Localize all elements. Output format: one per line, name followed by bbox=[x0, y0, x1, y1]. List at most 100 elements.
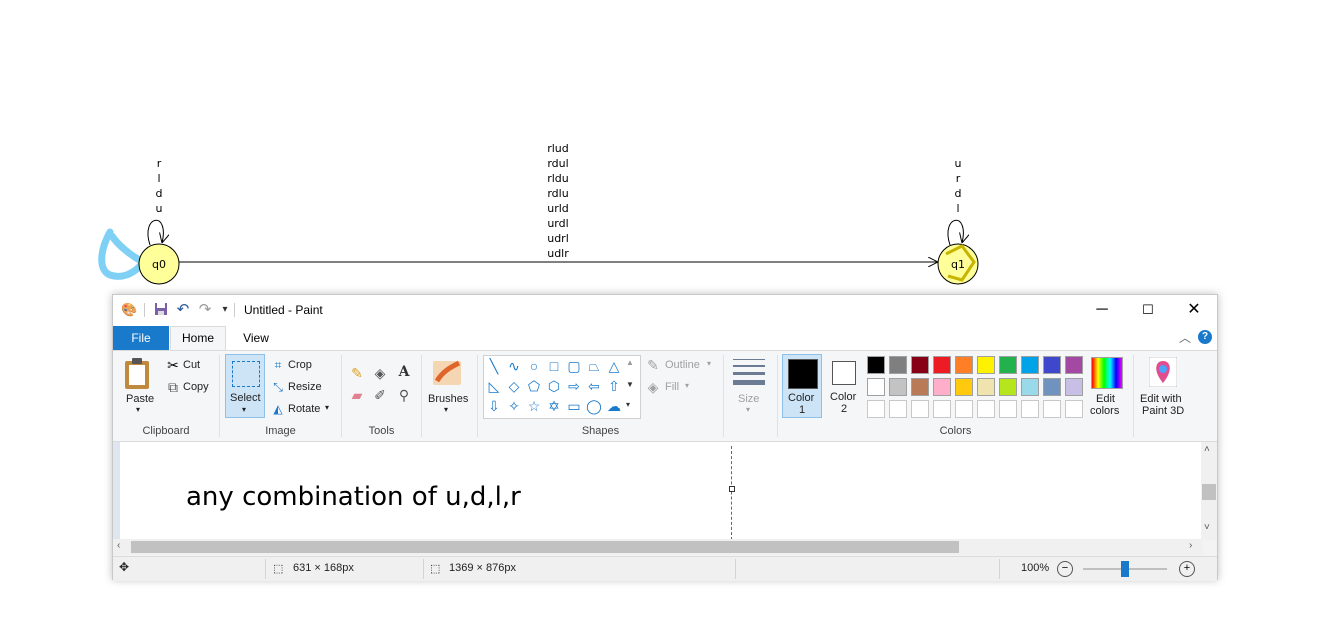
color-swatch[interactable] bbox=[955, 378, 973, 396]
cut-icon[interactable]: ✂ bbox=[167, 357, 179, 373]
oval-shape-icon[interactable]: ○ bbox=[529, 358, 539, 374]
fill-bucket-icon[interactable]: ◈ bbox=[374, 365, 386, 381]
polygon-shape-icon[interactable]: ⏢ bbox=[588, 358, 600, 374]
six-point-star-shape-icon[interactable]: ✡ bbox=[548, 398, 560, 414]
paint3d-label-line2[interactable]: Paint 3D bbox=[1142, 405, 1185, 417]
tab-home[interactable]: Home bbox=[170, 326, 226, 350]
select-button[interactable]: Select ▾ bbox=[225, 354, 265, 418]
horizontal-scroll-thumb[interactable] bbox=[131, 541, 959, 553]
callout-oval-shape-icon[interactable]: ◯ bbox=[586, 398, 602, 414]
color-swatch[interactable] bbox=[955, 356, 973, 374]
paint-app-icon[interactable]: 🎨 bbox=[121, 302, 138, 317]
color-swatch[interactable] bbox=[1043, 356, 1061, 374]
title-bar[interactable]: 🎨 ↶ ↷ ▾ Untitled - Paint ─ ☐ ✕ bbox=[113, 295, 1217, 325]
diamond-shape-icon[interactable]: ◇ bbox=[508, 378, 520, 394]
resize-handle[interactable] bbox=[729, 486, 735, 492]
paint3d-label[interactable]: Edit with bbox=[1140, 393, 1182, 405]
four-point-star-shape-icon[interactable]: ✧ bbox=[508, 398, 520, 414]
undo-icon[interactable]: ↶ bbox=[176, 301, 190, 318]
color-swatch[interactable] bbox=[999, 356, 1017, 374]
brushes-button[interactable]: Brushes bbox=[428, 393, 469, 405]
resize-button[interactable]: Resize bbox=[288, 381, 322, 393]
scroll-up-icon[interactable]: ˄ bbox=[1204, 444, 1210, 455]
color-swatch[interactable] bbox=[977, 378, 995, 396]
custom-color-slot[interactable] bbox=[867, 400, 885, 418]
right-arrow-shape-icon[interactable]: ⇨ bbox=[568, 378, 580, 394]
color-swatch[interactable] bbox=[867, 356, 885, 374]
color-swatch[interactable] bbox=[1021, 378, 1039, 396]
color-picker-icon[interactable]: ✐ bbox=[374, 387, 386, 403]
color-swatch[interactable] bbox=[977, 356, 995, 374]
zoom-slider-thumb[interactable] bbox=[1121, 561, 1129, 577]
hexagon-shape-icon[interactable]: ⬡ bbox=[547, 378, 561, 394]
crop-button[interactable]: Crop bbox=[288, 359, 312, 371]
horizontal-scrollbar[interactable]: ‹ › bbox=[113, 539, 1203, 555]
custom-color-slot[interactable] bbox=[977, 400, 995, 418]
canvas[interactable]: any combination of u,d,l,r bbox=[120, 442, 1202, 540]
size-button[interactable]: Size bbox=[738, 393, 760, 405]
scroll-down-icon[interactable]: ˅ bbox=[1204, 522, 1210, 533]
pentagon-shape-icon[interactable]: ⬠ bbox=[527, 378, 541, 394]
left-arrow-shape-icon[interactable]: ⇦ bbox=[588, 378, 600, 394]
vertical-scrollbar[interactable]: ˄ ˅ bbox=[1201, 442, 1217, 540]
zoom-in-button[interactable]: + bbox=[1179, 561, 1195, 577]
callout-rect-shape-icon[interactable]: ▭ bbox=[567, 398, 581, 414]
maximize-button[interactable]: ☐ bbox=[1142, 302, 1154, 317]
resize-icon[interactable]: ⤡ bbox=[273, 380, 283, 394]
color1-button[interactable]: Color 1 bbox=[782, 354, 822, 418]
color-swatch[interactable] bbox=[1043, 378, 1061, 396]
custom-color-slot[interactable] bbox=[911, 400, 929, 418]
copy-icon[interactable]: ⧉ bbox=[168, 379, 178, 395]
color-swatch[interactable] bbox=[933, 356, 951, 374]
text-tool-icon[interactable]: A bbox=[398, 364, 410, 380]
color-swatch[interactable] bbox=[1021, 356, 1039, 374]
custom-color-slot[interactable] bbox=[933, 400, 951, 418]
paste-dropdown-icon[interactable]: ▾ bbox=[136, 405, 141, 414]
custom-color-slot[interactable] bbox=[999, 400, 1017, 418]
five-point-star-shape-icon[interactable]: ☆ bbox=[527, 398, 541, 414]
custom-color-slot[interactable] bbox=[889, 400, 907, 418]
paste-icon[interactable] bbox=[123, 357, 155, 391]
custom-color-slot[interactable] bbox=[1043, 400, 1061, 418]
callout-cloud-shape-icon[interactable]: ☁ bbox=[607, 398, 621, 414]
rotate-button[interactable]: Rotate bbox=[288, 403, 321, 415]
shapes-scroll-up-icon[interactable]: ▲ bbox=[626, 358, 634, 367]
color2-button[interactable]: Color 2 bbox=[825, 354, 865, 418]
custom-color-slot[interactable] bbox=[955, 400, 973, 418]
color-swatch[interactable] bbox=[889, 356, 907, 374]
cut-button[interactable]: Cut bbox=[183, 359, 201, 371]
scroll-left-icon[interactable]: ‹ bbox=[117, 540, 121, 551]
tab-file[interactable]: File bbox=[113, 326, 169, 350]
zoom-out-button[interactable]: − bbox=[1057, 561, 1073, 577]
paint3d-icon[interactable] bbox=[1148, 356, 1178, 388]
color-swatch[interactable] bbox=[933, 378, 951, 396]
paste-button[interactable]: Paste bbox=[126, 393, 155, 405]
custom-color-slot[interactable] bbox=[1065, 400, 1083, 418]
scroll-right-icon[interactable]: › bbox=[1189, 540, 1193, 551]
edit-colors-icon[interactable] bbox=[1091, 357, 1123, 389]
collapse-ribbon-icon[interactable]: ︿ bbox=[1178, 331, 1191, 345]
color-swatch[interactable] bbox=[911, 378, 929, 396]
save-icon[interactable] bbox=[153, 302, 169, 318]
color-swatch[interactable] bbox=[867, 378, 885, 396]
custom-color-slot[interactable] bbox=[1021, 400, 1039, 418]
triangle-shape-icon[interactable]: △ bbox=[608, 358, 620, 374]
copy-button[interactable]: Copy bbox=[183, 381, 209, 393]
redo-icon[interactable]: ↷ bbox=[198, 301, 212, 318]
rectangle-shape-icon[interactable]: □ bbox=[549, 358, 559, 374]
tab-view[interactable]: View bbox=[243, 331, 269, 345]
size-icon[interactable] bbox=[733, 357, 765, 387]
size-dropdown-icon[interactable]: ▾ bbox=[746, 405, 751, 414]
color-swatch[interactable] bbox=[1065, 378, 1083, 396]
brushes-dropdown-icon[interactable]: ▾ bbox=[444, 405, 449, 414]
rotate-icon[interactable]: ◭ bbox=[273, 402, 283, 416]
minimize-button[interactable]: ─ bbox=[1096, 301, 1108, 318]
line-shape-icon[interactable]: ╲ bbox=[489, 358, 499, 374]
color-swatch[interactable] bbox=[911, 356, 929, 374]
down-arrow-shape-icon[interactable]: ⇩ bbox=[488, 398, 500, 414]
up-arrow-shape-icon[interactable]: ⇧ bbox=[608, 378, 620, 394]
edit-colors-label[interactable]: Edit bbox=[1096, 393, 1115, 405]
crop-icon[interactable]: ⌗ bbox=[274, 358, 282, 372]
shapes-scroll-down-icon[interactable]: ▼ bbox=[626, 380, 634, 389]
edit-colors-label-line2[interactable]: colors bbox=[1090, 405, 1120, 417]
